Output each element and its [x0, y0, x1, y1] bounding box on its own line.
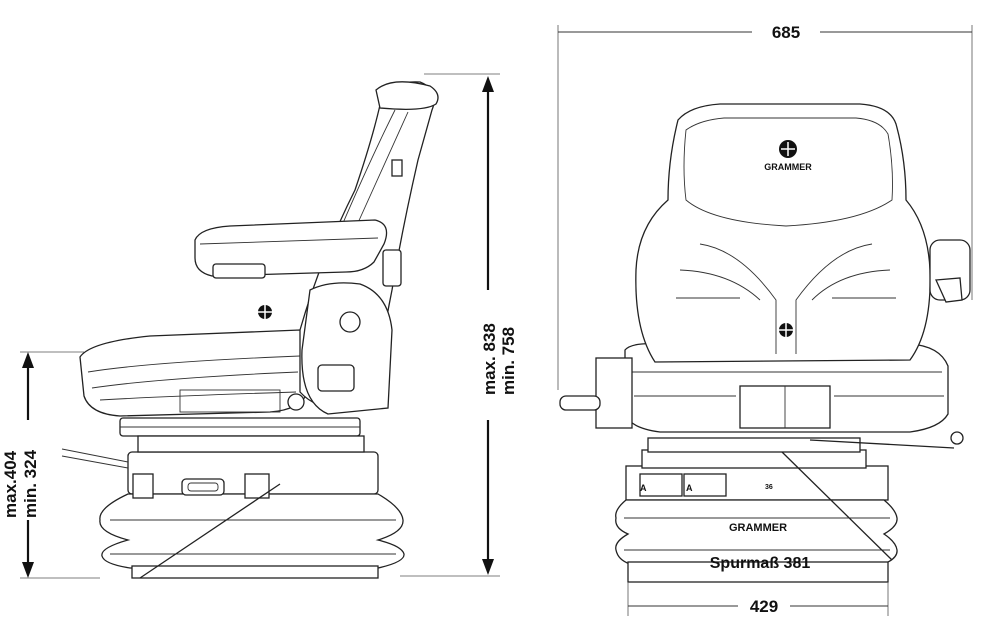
seat-height-max-label: max.404 [1, 450, 20, 518]
side-mechanism [179, 282, 393, 415]
small-label-a-left: A [640, 483, 647, 493]
front-suspension-base [615, 431, 964, 583]
side-seat-slide [119, 417, 365, 453]
small-label-num: 36 [765, 484, 773, 491]
height-min-label: min. 758 [499, 327, 518, 395]
side-suspension-base [61, 448, 405, 579]
total-width-label: 685 [772, 23, 800, 42]
dimension-lines [20, 25, 973, 616]
side-armrest [194, 219, 388, 279]
seat-height-min-label: min. 324 [21, 449, 40, 518]
small-label-a-right: A [686, 483, 693, 493]
height-max-label: max. 838 [480, 323, 499, 395]
base-width-label: 429 [750, 597, 778, 616]
base-logo-text: GRAMMER [729, 522, 787, 534]
front-view [559, 103, 971, 583]
front-logo-text: GRAMMER [764, 162, 812, 172]
side-view [61, 81, 439, 579]
front-backrest [635, 103, 971, 363]
side-seat-cushion [79, 329, 317, 417]
track-width-label: Spurmaß 381 [710, 555, 811, 572]
